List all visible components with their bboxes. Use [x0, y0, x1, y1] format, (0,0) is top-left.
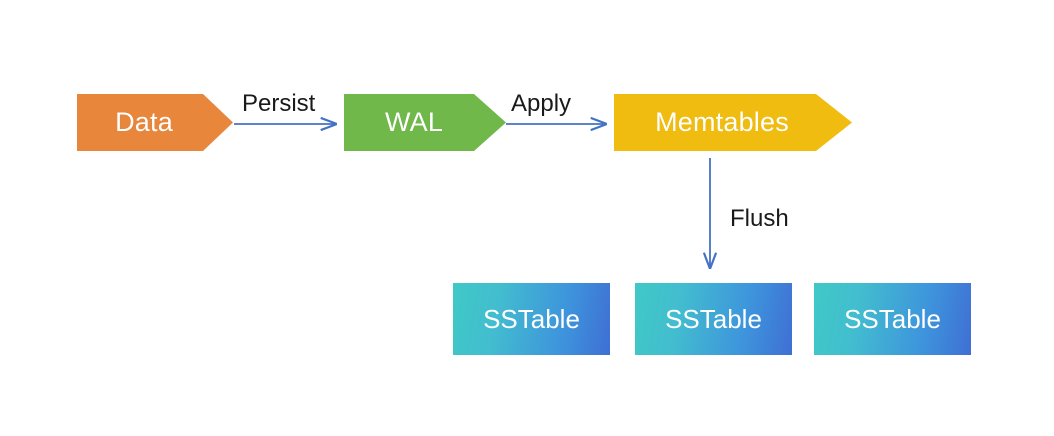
node-data-label: Data	[115, 107, 173, 137]
node-sstable-2-label: SSTable	[665, 303, 762, 334]
node-sstable-3[interactable]: SSTable	[814, 283, 971, 355]
node-sstable-3-label: SSTable	[844, 303, 941, 334]
edge-label-persist: Persist	[242, 90, 316, 117]
node-memtables-label: Memtables	[655, 107, 789, 137]
node-memtables[interactable]: Memtables	[614, 94, 852, 151]
node-data[interactable]: Data	[77, 94, 233, 151]
node-sstable-2[interactable]: SSTable	[635, 283, 792, 355]
node-sstable-1[interactable]: SSTable	[453, 283, 610, 355]
edge-label-apply: Apply	[511, 90, 572, 117]
node-wal[interactable]: WAL	[344, 94, 506, 151]
node-sstable-1-label: SSTable	[483, 303, 580, 334]
edge-label-flush: Flush	[730, 205, 789, 232]
node-wal-label: WAL	[384, 107, 444, 137]
